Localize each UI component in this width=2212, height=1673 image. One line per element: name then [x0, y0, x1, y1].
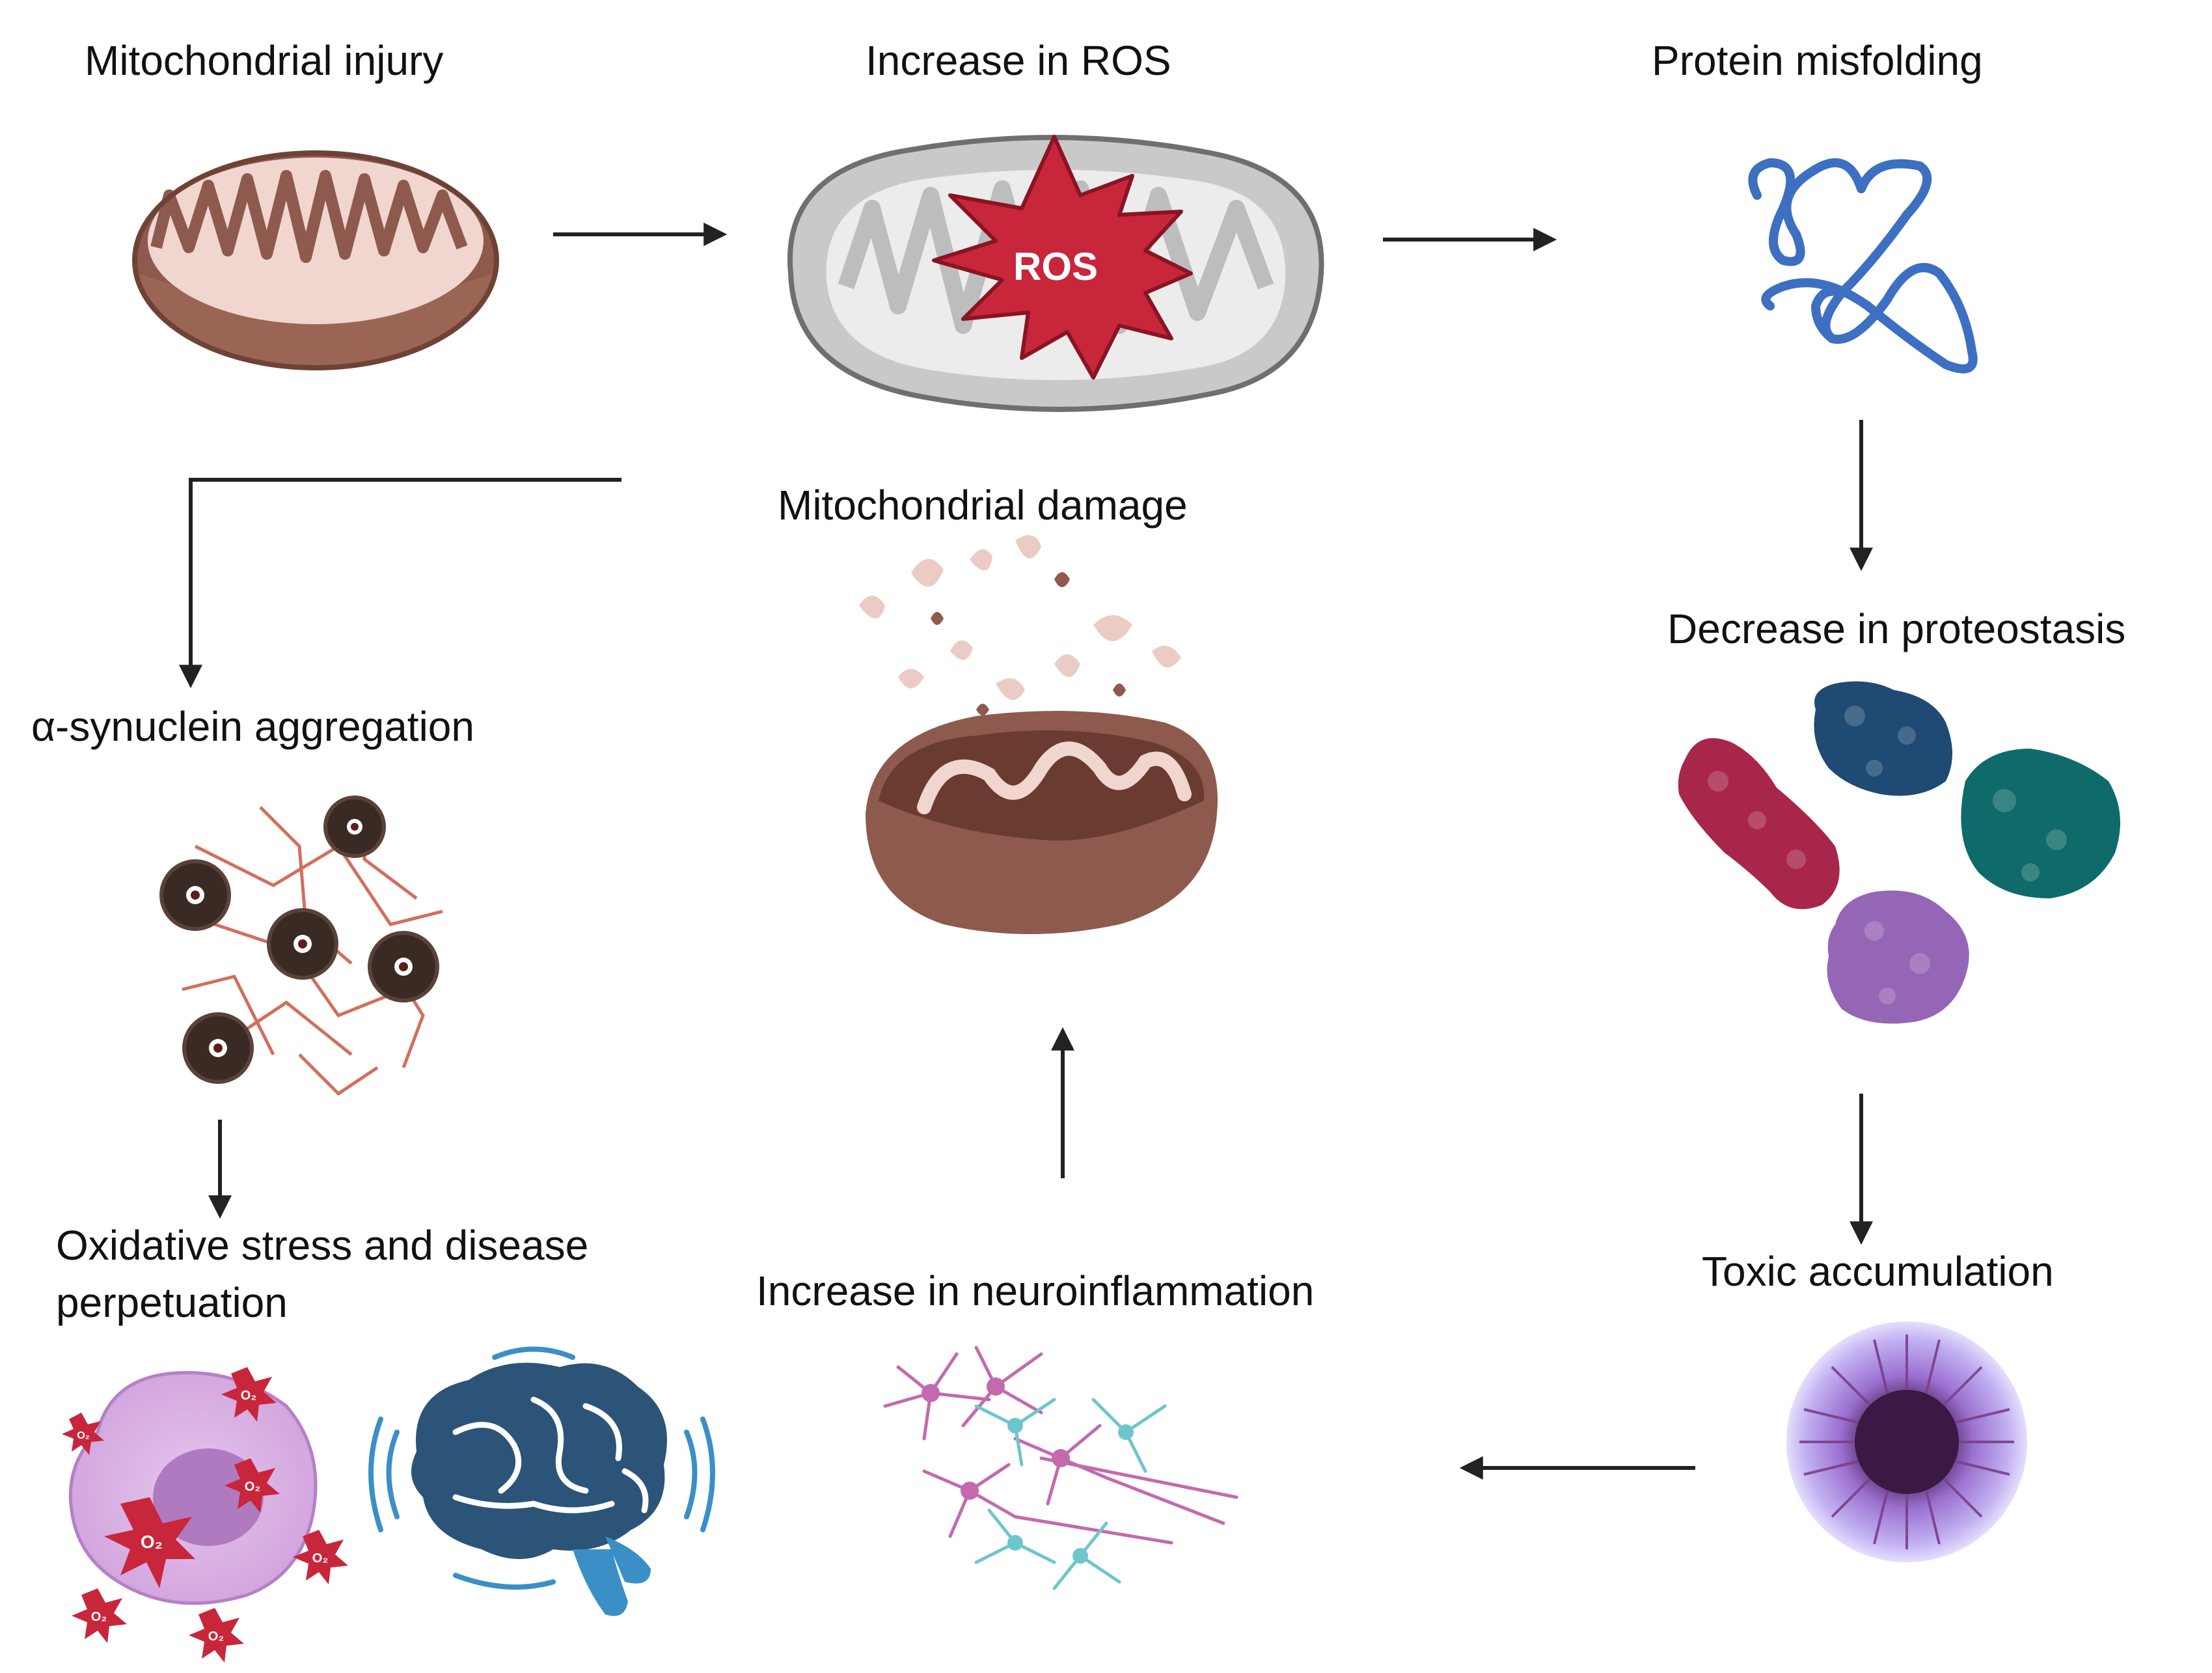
label-decrease-proteostasis: Decrease in proteostasis [1667, 605, 2126, 652]
arrow-damage-to-synuclein [179, 478, 621, 689]
o2-radical-icon: O₂ [104, 1497, 195, 1588]
brain-icon [368, 1346, 715, 1616]
o2-radical-icon: O₂ [293, 1530, 348, 1584]
damaged-mitochondrion-icon [859, 535, 1218, 934]
label-alpha-synuclein: α-synuclein aggregation [31, 703, 474, 750]
flow-arrows [179, 223, 1873, 1480]
label-oxidative-stress-line1: Oxidative stress and disease [56, 1222, 589, 1269]
o2-radical-icon: O₂ [72, 1588, 127, 1643]
ros-mitochondrion-icon: ROS [787, 135, 1324, 412]
svg-text:O₂: O₂ [245, 1480, 260, 1494]
svg-text:O₂: O₂ [77, 1430, 90, 1441]
neuroinflammation-glia-icon [883, 1346, 1238, 1590]
label-increase-ros: Increase in ROS [866, 37, 1171, 84]
label-mitochondrial-damage: Mitochondrial damage [778, 482, 1188, 529]
toxic-plaque-icon [1786, 1321, 2027, 1562]
label-toxic-accumulation: Toxic accumulation [1702, 1248, 2054, 1295]
label-protein-misfolding: Protein misfolding [1652, 37, 1983, 84]
oxidative-stress-cell-icon: O₂ O₂ O₂ O₂ O₂ O₂ O₂ [62, 1367, 348, 1663]
label-neuroinflammation: Increase in neuroinflammation [756, 1267, 1315, 1314]
ros-badge: ROS [1013, 245, 1098, 288]
svg-text:O₂: O₂ [241, 1389, 256, 1403]
label-mitochondrial-injury: Mitochondrial injury [85, 37, 444, 84]
o2-radical-icon: O₂ [189, 1608, 244, 1663]
svg-text:O₂: O₂ [312, 1551, 328, 1566]
misfolded-protein-icon [1748, 158, 1978, 374]
protein-aggregates-icon [1678, 681, 2120, 1024]
svg-text:O₂: O₂ [91, 1610, 107, 1624]
label-oxidative-stress-line2: perpetuation [56, 1279, 288, 1326]
alpha-synuclein-fibrils-icon [159, 795, 443, 1096]
o2-radical-icon: O₂ [225, 1458, 280, 1513]
ros-burst-icon [932, 135, 1193, 380]
svg-text:O₂: O₂ [208, 1629, 224, 1644]
svg-text:O₂: O₂ [141, 1532, 163, 1552]
mitochondrion-icon [132, 150, 499, 370]
o2-radical-icon: O₂ [62, 1413, 104, 1455]
o2-radical-icon: O₂ [221, 1367, 277, 1422]
